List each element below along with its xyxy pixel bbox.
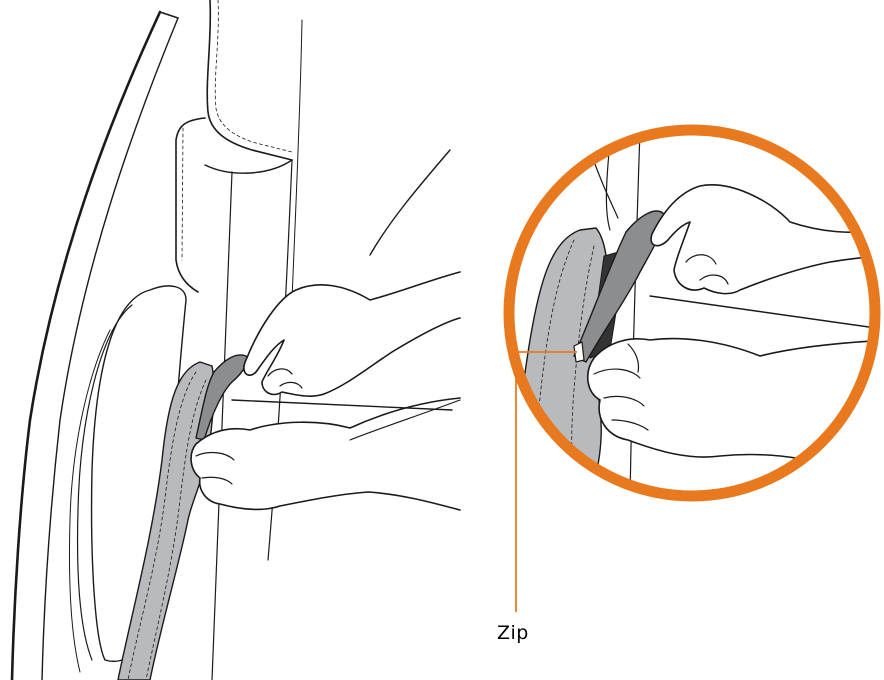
removable-cushion: [118, 362, 214, 680]
headrest-edge: [207, 0, 292, 160]
zip-callout-label: Zip: [497, 624, 529, 643]
seat-shell-outer: [12, 12, 160, 680]
seam-line-1: [212, 172, 232, 680]
magnified-detail: [500, 120, 884, 510]
seat-overview: [12, 0, 460, 680]
upper-hand: [244, 272, 460, 396]
backrest-fold: [205, 160, 292, 173]
